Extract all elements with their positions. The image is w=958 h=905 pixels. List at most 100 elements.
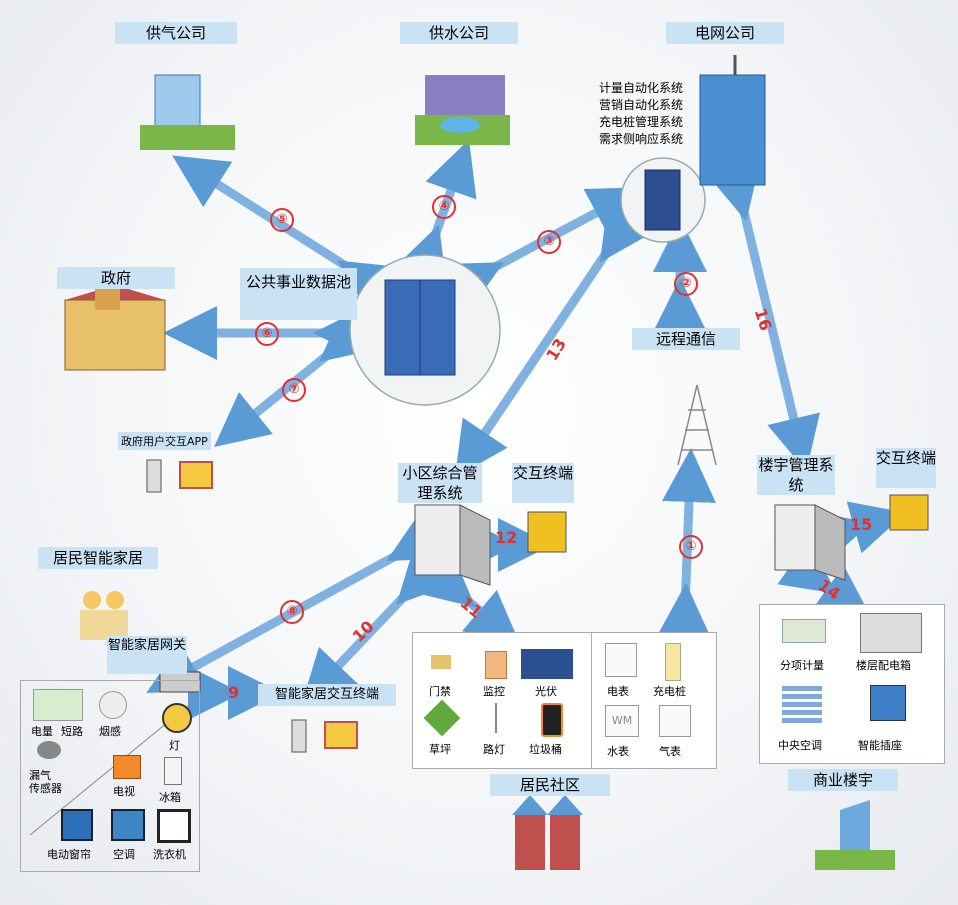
building-terminal-label: 交互终端 [876,448,936,488]
community-item: 路灯 [483,743,505,756]
water-company-building-icon [415,75,510,145]
gov-app-device-icons [146,459,213,493]
gas-company-building-icon [140,74,235,150]
power-system-item: 需求侧响应系统 [598,132,683,146]
government-label: 政府 [57,267,175,289]
fridge-icon[interactable] [164,757,182,785]
ac-icon[interactable] [111,809,145,841]
fridge-label: 冰箱 [159,791,181,804]
lamp-label: 灯 [169,739,180,752]
building-mgmt-label: 楼宇管理系统 [757,455,835,495]
commercial-tower-icon [815,800,895,870]
power-server-icon [644,169,681,231]
link-14 [777,540,872,619]
meter-item: 水表 [607,745,629,758]
water-meter-icon: WM [605,705,639,737]
charging-pile-icon [665,643,681,681]
link-7-number: ⑦ [282,378,306,402]
power-company-building-icon [699,55,766,186]
central-ac-icon [782,683,822,723]
commercial-building-label: 商业楼宇 [788,769,898,791]
link-3-number: ③ [537,230,561,254]
meter-icon [33,689,83,721]
link-11 [416,551,521,646]
home-terminal-device-icons [291,719,358,753]
community-label: 居民社区 [490,774,610,796]
building-terminal-icon [889,494,929,531]
link-9-number: 9 [228,683,240,702]
building-item: 分项计量 [780,659,824,672]
comm-tower-icon [677,384,717,466]
community-item: 门禁 [429,685,451,698]
power-systems-list: 计量自动化系统 营销自动化系统 充电桩管理系统 需求侧响应系统 [578,80,683,148]
gas-sensor-label: 漏气 传感器 [29,769,62,795]
community-item: 监控 [483,685,505,698]
gas-company-label: 供气公司 [115,22,237,44]
solar-panel-icon [521,649,573,679]
floor-distribution-box-icon [860,613,922,653]
remote-comm-label: 远程通信 [632,328,740,350]
data-pool-label: 公共事业数据池 [240,268,357,320]
water-company-label: 供水公司 [400,22,518,44]
government-building-icon [64,270,166,371]
community-panel: 门禁 监控 光伏 草坪 路灯 垃圾桶 电表 充电桩 WM 水表 气表 [412,632,717,769]
community-mgmt-label: 小区综合管理系统 [398,463,482,503]
home-gateway-label: 智能家居网关 [107,636,187,674]
power-company-label: 电网公司 [666,22,784,44]
building-item: 楼层配电箱 [856,659,911,672]
link-12-number: 12 [495,528,518,547]
street-lamp-icon [495,703,497,733]
link-8-number: ⑧ [280,600,304,624]
resident-people-icon [80,591,128,640]
meter-item: 电表 [607,685,629,698]
link-13 [454,202,653,478]
lamp-icon[interactable] [162,703,192,733]
community-mgmt-server-icon [414,504,491,586]
community-houses-icon [512,795,583,870]
smart-socket-icon [870,685,906,721]
building-mgmt-server-icon [774,504,846,581]
link-5-number: ⑤ [270,208,294,232]
smoke-label: 烟感 [99,725,121,738]
gas-meter-icon [659,705,691,737]
trash-bin-icon [541,703,563,737]
sub-metering-icon [782,619,826,643]
link-2-number: ② [674,272,698,296]
tv-icon[interactable] [113,755,141,779]
short-circuit-label: 短路 [61,725,83,738]
ac-label: 空调 [113,848,135,861]
meter-item: 充电桩 [653,685,686,698]
gov-app-label: 政府用户交互APP [118,432,211,450]
community-terminal-label: 交互终端 [512,463,574,503]
power-system-item: 充电桩管理系统 [598,115,683,129]
surveillance-icon [485,651,507,679]
power-system-item: 营销自动化系统 [598,98,683,112]
washer-icon[interactable] [157,809,191,843]
link-6-number: ⑥ [255,322,279,346]
access-control-icon [431,655,451,669]
smart-home-label: 居民智能家居 [38,547,158,569]
link-10 [301,546,454,705]
building-item: 中央空调 [778,739,822,752]
curtain-icon[interactable] [61,809,93,841]
meter-label: 电量 [31,725,53,738]
meter-item: 气表 [659,745,681,758]
gas-sensor-icon [37,741,61,759]
electric-meter-icon [605,643,637,677]
link-16 [707,162,820,472]
building-panel: 分项计量 楼层配电箱 中央空调 智能插座 [759,604,945,764]
tv-label: 电视 [113,785,135,798]
washer-label: 洗衣机 [153,848,186,861]
link-15 [811,501,906,564]
curtain-label: 电动窗帘 [47,848,91,861]
link-15-number: 15 [850,515,873,534]
home-devices-panel: 电量 短路 烟感 灯 漏气 传感器 电视 冰箱 电动窗帘 空调 洗衣机 [20,680,200,872]
link-4-number: ④ [432,195,456,219]
smoke-detector-icon [99,691,127,719]
power-system-item: 计量自动化系统 [598,81,683,95]
lawn-icon [423,699,461,737]
link-1-number: ① [679,535,703,559]
community-item: 垃圾桶 [529,743,562,756]
home-terminal-label: 智能家居交互终端 [258,684,396,706]
community-terminal-icon [527,511,567,553]
